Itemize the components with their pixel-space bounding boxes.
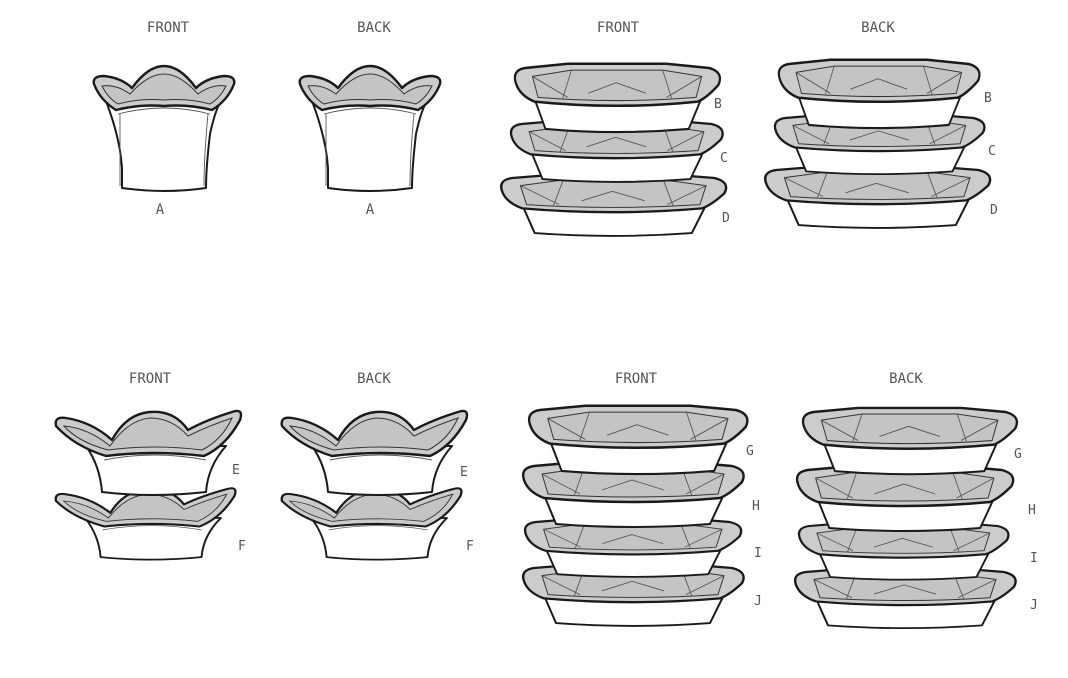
pan-b-front — [513, 62, 722, 134]
label-g-front: G — [746, 444, 754, 459]
view-label-a-back: BACK — [357, 20, 391, 36]
pan-b-back — [777, 58, 981, 130]
label-a-back: A — [366, 202, 375, 218]
label-h-front: H — [752, 499, 760, 514]
bowl-a-back — [298, 64, 442, 193]
label-g-back: G — [1014, 447, 1022, 462]
view-label-ef-front: FRONT — [129, 371, 172, 387]
view-label-a-front: FRONT — [147, 20, 190, 36]
pan-h-back — [795, 464, 1015, 533]
label-j-front: J — [754, 594, 762, 609]
label-d-front: D — [722, 211, 730, 226]
view-label-ef-back: BACK — [357, 371, 391, 387]
view-label-gj-front: FRONT — [615, 371, 658, 387]
pan-d-front — [499, 172, 728, 238]
label-a-front: A — [156, 202, 165, 218]
bowl-f-back — [280, 487, 463, 561]
label-j-back: J — [1030, 598, 1038, 613]
label-b-back: B — [984, 91, 992, 106]
label-i-front: I — [754, 546, 762, 561]
bowl-e-front — [54, 409, 243, 497]
label-i-back: I — [1030, 551, 1038, 566]
view-label-bcd-front: FRONT — [597, 20, 640, 36]
label-b-front: B — [714, 97, 722, 112]
pan-g-front — [527, 404, 749, 476]
pan-g-back — [801, 406, 1019, 476]
label-c-back: C — [988, 144, 996, 159]
label-d-back: D — [990, 203, 998, 218]
pan-d-back — [763, 164, 992, 230]
label-e-front: E — [232, 463, 240, 478]
label-c-front: C — [720, 151, 728, 166]
view-label-bcd-back: BACK — [861, 20, 895, 36]
bowl-f-front — [54, 487, 237, 561]
bowl-e-back — [280, 409, 469, 497]
view-label-gj-back: BACK — [889, 371, 923, 387]
label-h-back: H — [1028, 503, 1036, 518]
label-e-back: E — [460, 465, 468, 480]
label-f-back: F — [466, 539, 474, 554]
bowl-a-front — [92, 64, 236, 193]
label-f-front: F — [238, 539, 246, 554]
